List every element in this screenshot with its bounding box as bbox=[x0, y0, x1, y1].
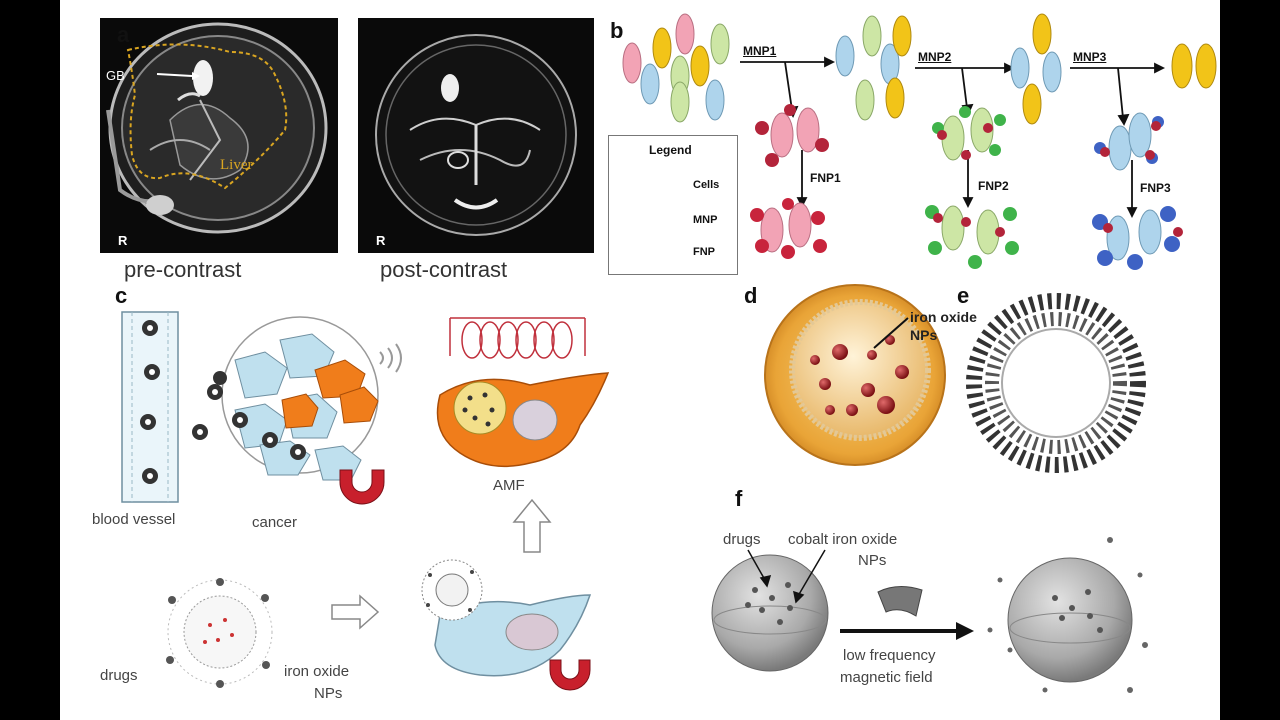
panel-f-letter: f bbox=[735, 486, 743, 511]
mri-pre-contrast bbox=[100, 18, 338, 253]
panel-b-mnp3-captured bbox=[1094, 112, 1164, 171]
legend-title: Legend bbox=[649, 143, 692, 157]
liver-outline bbox=[126, 43, 288, 190]
panel-b-after-mnp2 bbox=[1010, 13, 1062, 125]
drugs-label-c: drugs bbox=[100, 667, 138, 684]
legend-fnp: FNP bbox=[693, 246, 715, 258]
mnp1-label: MNP1 bbox=[743, 44, 777, 58]
iron-oxide-label-d-2: NPs bbox=[910, 327, 938, 343]
panel-b-mnp1-captured bbox=[755, 104, 829, 167]
wave-marks bbox=[379, 343, 402, 373]
cobalt-label-1: cobalt iron oxide bbox=[788, 531, 898, 548]
field-label-2: magnetic field bbox=[840, 669, 933, 686]
targeted-cell bbox=[421, 559, 592, 677]
gb-label: GB bbox=[106, 68, 125, 83]
panel-b-initial-cells bbox=[622, 13, 730, 123]
magnet-icon bbox=[339, 469, 385, 505]
amf-coil-icon bbox=[449, 317, 586, 359]
right-arrow bbox=[331, 594, 380, 630]
cancer-tissue bbox=[192, 316, 379, 481]
panel-b-mnp2-captured bbox=[932, 106, 1006, 161]
wedge-icon bbox=[877, 586, 923, 617]
post-contrast-caption: post-contrast bbox=[380, 257, 508, 282]
panel-c-letter: c bbox=[115, 283, 128, 308]
panel-b-after-mnp3 bbox=[1171, 43, 1217, 89]
liposome bbox=[764, 284, 946, 466]
mnp2-label: MNP2 bbox=[918, 50, 952, 64]
drug-loaded-np bbox=[166, 578, 273, 688]
mnp3-label: MNP3 bbox=[1073, 50, 1107, 64]
drugs-label-f: drugs bbox=[723, 531, 761, 548]
iron-oxide-label-c-2: NPs bbox=[314, 685, 343, 702]
legend-mnp: MNP bbox=[693, 214, 718, 226]
legend-box: Legend Cells MNP FNP bbox=[608, 135, 738, 275]
figure: a GB Liver R R pre-contrast post-contras… bbox=[60, 0, 1220, 720]
sphere-before bbox=[711, 554, 829, 672]
iron-oxide-label-c-1: iron oxide bbox=[284, 663, 350, 680]
r-marker-post: R bbox=[376, 233, 386, 248]
up-arrow bbox=[512, 498, 552, 553]
liver-label: Liver bbox=[220, 157, 253, 173]
figure-art bbox=[100, 13, 1217, 693]
blood-vessel bbox=[121, 311, 179, 503]
sphere-after bbox=[987, 537, 1148, 693]
panel-b-letter: b bbox=[610, 18, 624, 43]
panel-b-after-mnp1 bbox=[835, 15, 912, 121]
field-arrow bbox=[840, 622, 974, 640]
panel-b-fnp3-labeled bbox=[1092, 206, 1183, 270]
legend-cells: Cells bbox=[693, 179, 720, 191]
r-marker-pre: R bbox=[118, 233, 128, 248]
panel-a-letter: a bbox=[117, 22, 130, 47]
fnp3-label: FNP3 bbox=[1140, 181, 1171, 195]
micelle-ring bbox=[966, 293, 1146, 473]
heated-cancer-cell bbox=[436, 372, 610, 468]
field-label-1: low frequency bbox=[843, 647, 936, 664]
fnp2-label: FNP2 bbox=[978, 179, 1009, 193]
cobalt-label-2: NPs bbox=[858, 552, 887, 569]
panel-b-fnp2-labeled bbox=[925, 205, 1019, 269]
panel-b-fnp1-labeled bbox=[750, 198, 827, 259]
panel-d-letter: d bbox=[744, 283, 758, 308]
f-annotation-arrows bbox=[747, 549, 826, 604]
iron-oxide-label-d-1: iron oxide bbox=[910, 309, 977, 325]
amf-label: AMF bbox=[493, 477, 525, 494]
panel-e-letter: e bbox=[957, 283, 970, 308]
mri-post-contrast bbox=[358, 18, 594, 253]
magnet-icon-2 bbox=[549, 659, 591, 691]
fnp1-label: FNP1 bbox=[810, 171, 841, 185]
pre-contrast-caption: pre-contrast bbox=[124, 257, 242, 282]
blood-vessel-label: blood vessel bbox=[92, 511, 176, 528]
cancer-label: cancer bbox=[252, 514, 298, 531]
